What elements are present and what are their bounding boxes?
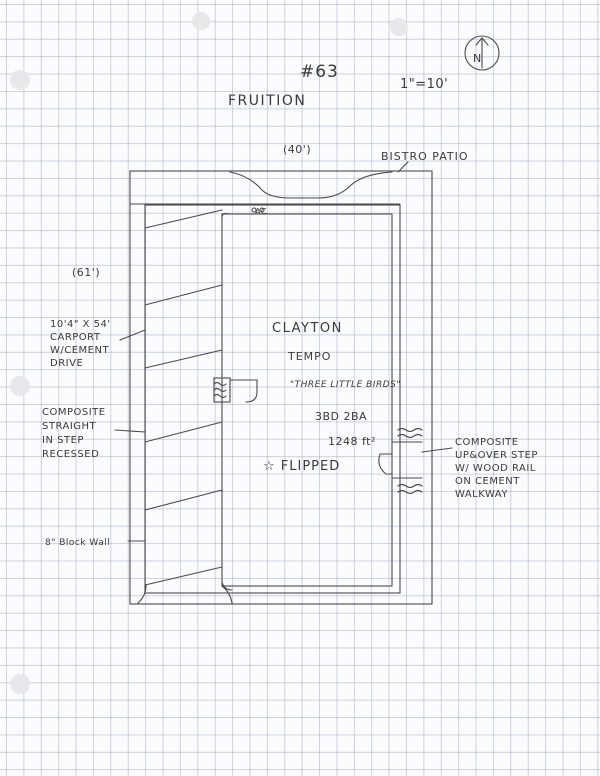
left-step-line: STRAIGHT [42, 421, 97, 432]
punch-hole-left-lower [10, 674, 30, 694]
square-footage: 1248 ft² [328, 435, 376, 448]
beds-baths: 3BD 2BA [315, 410, 368, 423]
north-arrow-icon [464, 35, 500, 71]
punch-hole-top-left [192, 12, 210, 30]
ac-label: AC [255, 207, 267, 216]
left-step-line: COMPOSITE [42, 407, 106, 418]
right-step-line: W/ WOOD RAIL [455, 463, 536, 474]
punch-hole-left-upper [10, 70, 30, 90]
front-dimension: (40') [283, 143, 312, 156]
carport-outline [144, 204, 401, 594]
punch-hole-top-right [390, 18, 408, 36]
lot-number: #63 [300, 62, 339, 82]
model-name: TEMPO [288, 350, 332, 363]
model-nickname: "THREE LITTLE BIRDS" [290, 380, 401, 390]
right-step-line: ON CEMENT [455, 476, 520, 487]
patio-curve-left [229, 171, 291, 199]
right-step-line: UP&OVER STEP [455, 450, 538, 461]
left-step-line: RECESSED [42, 449, 100, 460]
left-step-line: IN STEP [42, 435, 84, 446]
builder-name: CLAYTON [272, 321, 343, 336]
patio-curve-right [317, 171, 393, 199]
left-step-label: COMPOSITE STRAIGHT IN STEP RECESSED [42, 406, 106, 462]
flipped-note: ☆ FLIPPED [263, 459, 341, 474]
community-name: FRUITION [228, 93, 307, 109]
lot-boundary [129, 170, 433, 605]
home-outline [221, 213, 393, 587]
side-dimension: (61') [72, 266, 101, 279]
carport-line: W/CEMENT [50, 345, 110, 356]
carport-hatch-lines [144, 209, 223, 586]
punch-hole-left-middle [10, 376, 30, 396]
right-step-line: WALKWAY [455, 489, 508, 500]
right-step-line: COMPOSITE [455, 437, 519, 448]
wall-label: 8" Block Wall [45, 538, 111, 548]
carport-line: CARPORT [50, 332, 101, 343]
carport-line: DRIVE [50, 358, 84, 369]
north-label: N [473, 52, 482, 65]
carport-line: 10'4" X 54' [50, 319, 111, 330]
patio-label: BISTRO PATIO [381, 150, 469, 163]
right-step-icon [378, 427, 453, 495]
carport-label: 10'4" X 54' CARPORT W/CEMENT DRIVE [50, 318, 111, 370]
right-step-label: COMPOSITE UP&OVER STEP W/ WOOD RAIL ON C… [455, 436, 538, 501]
scale-label: 1"=10' [400, 77, 449, 92]
left-step-icon [213, 377, 258, 403]
